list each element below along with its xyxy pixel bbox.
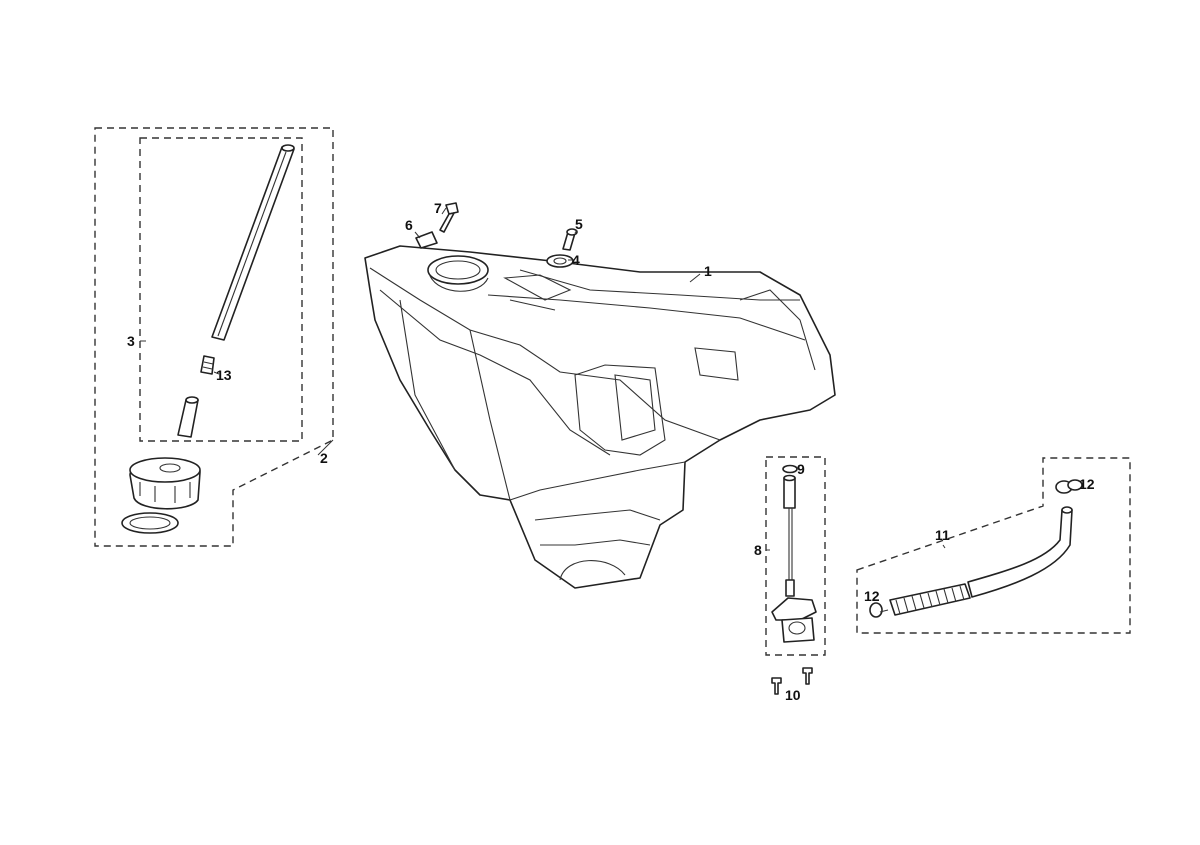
callout-6: 6 [405, 217, 413, 233]
fuel-tank [364, 245, 836, 589]
hose-clamp-12-lower [869, 602, 889, 618]
filler-neck [427, 255, 489, 285]
group-2-outline [94, 127, 334, 547]
callout-7: 7 [434, 200, 442, 216]
callout-10: 10 [785, 687, 801, 703]
cap-assembly-group [94, 127, 334, 547]
fastener-7 [439, 202, 459, 233]
sender-rod [211, 144, 295, 341]
bolts-10 [771, 667, 813, 695]
group-11-outline [856, 457, 1131, 634]
leader-7 [441, 207, 447, 215]
leader-2 [317, 439, 334, 456]
screw-5 [562, 228, 578, 251]
fuel-cock-valve [771, 597, 817, 643]
leader-1 [689, 273, 701, 283]
leader-6 [414, 231, 421, 239]
fuel-cock-pipe [783, 474, 796, 597]
callout-3: 3 [127, 333, 135, 349]
short-tube [177, 396, 199, 438]
hose-spring [889, 583, 971, 616]
hose-clamp-12-upper [1055, 479, 1083, 494]
callout-12-upper: 12 [1079, 476, 1095, 492]
clip-6 [415, 231, 438, 249]
fuel-cap [129, 457, 201, 510]
callout-1: 1 [704, 263, 712, 279]
callout-11: 11 [935, 527, 950, 543]
leader-5 [574, 229, 578, 234]
callout-8: 8 [754, 542, 762, 558]
callout-4: 4 [572, 252, 580, 268]
fuel-hose [967, 506, 1073, 598]
group-3-outline [139, 137, 303, 442]
leader-11 [942, 544, 946, 549]
connector-13 [200, 355, 215, 375]
callout-9: 9 [797, 461, 805, 477]
grommet-4 [546, 254, 574, 268]
fuel-hose-group [856, 457, 1131, 634]
callout-5: 5 [575, 216, 583, 232]
fuel-cock-group [765, 456, 826, 656]
callout-12-lower: 12 [864, 588, 880, 604]
callout-13: 13 [216, 367, 232, 383]
group-8-outline [765, 456, 826, 656]
cap-gasket [121, 512, 179, 534]
callout-2: 2 [320, 450, 328, 466]
o-ring-9 [782, 464, 798, 474]
